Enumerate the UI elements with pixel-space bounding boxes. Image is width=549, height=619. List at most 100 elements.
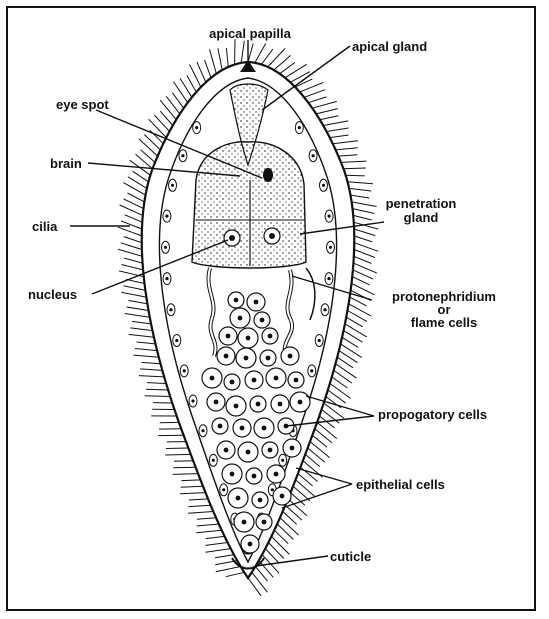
cilium-stroke [333, 141, 358, 144]
cilium-stroke [125, 314, 150, 318]
cilium-stroke [128, 193, 145, 202]
cilium-stroke [248, 578, 261, 596]
label-apical-papilla: apical papilla [190, 27, 310, 40]
cilium-stroke [205, 60, 212, 78]
propogatory-cell-nucleus [236, 496, 241, 501]
cilium-stroke [118, 227, 142, 236]
propogatory-cell-nucleus [234, 298, 239, 303]
cilium-stroke [351, 195, 370, 198]
cilium-stroke [139, 139, 158, 156]
cilium-stroke [248, 44, 253, 62]
label-cuticle: cuticle [330, 550, 371, 563]
propogatory-cell-nucleus [294, 378, 299, 383]
cilium-stroke [348, 182, 373, 184]
cilium-stroke [173, 82, 187, 103]
cilium-stroke [173, 467, 195, 468]
propogatory-cell-nucleus [262, 426, 267, 431]
cilium-stroke [255, 44, 266, 63]
cilium-stroke [344, 168, 366, 169]
propogatory-cell-nucleus [266, 356, 271, 361]
cilium-stroke [315, 429, 332, 443]
cilium-stroke [139, 376, 164, 377]
propogatory-cell-nucleus [252, 474, 257, 479]
propogatory-cell-nucleus [218, 424, 223, 429]
cilium-stroke [160, 100, 176, 120]
label-brain: brain [50, 157, 82, 170]
cilium-stroke [146, 389, 168, 390]
cilium-stroke [206, 543, 228, 546]
propogatory-cell-nucleus [298, 400, 303, 405]
cilium-stroke [121, 243, 142, 250]
cilium-stroke [280, 518, 299, 535]
cilium-stroke [127, 307, 149, 311]
cilium-stroke [346, 317, 363, 327]
epithelial-cell-nucleus [318, 339, 321, 342]
cilium-stroke [122, 265, 144, 270]
cilium-stroke [215, 555, 234, 558]
cilium-stroke [124, 237, 142, 243]
cilium-stroke [271, 536, 289, 554]
cilium-stroke [328, 390, 346, 403]
cilium-stroke [308, 448, 325, 462]
propogatory-cell-nucleus [244, 356, 249, 361]
cilium-stroke [352, 277, 369, 285]
propogatory-cell-nucleus [242, 520, 247, 525]
propogatory-cell-nucleus [246, 450, 251, 455]
cilium-stroke [166, 96, 180, 114]
propogatory-cell-nucleus [262, 520, 267, 525]
cilium-stroke [147, 383, 166, 384]
cilium-stroke [280, 63, 295, 74]
cilium-stroke [206, 549, 231, 553]
propogatory-cell-nucleus [268, 448, 273, 453]
propogatory-cell-nucleus [280, 494, 285, 499]
cilium-stroke [354, 236, 372, 242]
propogatory-cell-nucleus [210, 376, 215, 381]
cilium-stroke [354, 256, 372, 263]
propogatory-cell-nucleus [274, 472, 279, 477]
cilium-stroke [189, 499, 208, 500]
cilium-stroke [197, 524, 219, 526]
propogatory-cell-nucleus [230, 472, 235, 477]
epithelial-cell-nucleus [271, 488, 274, 491]
cilium-stroke [181, 486, 203, 487]
propogatory-cell-nucleus [258, 498, 263, 503]
propogatory-cell-nucleus [230, 380, 235, 385]
propogatory-cell-nucleus [254, 300, 259, 305]
cilium-stroke [341, 344, 362, 358]
cilium-stroke [327, 128, 349, 132]
cilium-stroke [241, 41, 244, 63]
propogatory-cell-nucleus [268, 334, 273, 339]
epithelial-cell-nucleus [298, 126, 301, 129]
cilium-stroke [338, 155, 357, 156]
cilium-stroke [277, 524, 293, 539]
propogatory-cell-nucleus [238, 316, 243, 321]
cilium-stroke [197, 62, 206, 82]
cilium-stroke [166, 448, 188, 449]
cilium-stroke [123, 183, 145, 196]
cilium-stroke [187, 76, 196, 93]
cilium-stroke [129, 301, 148, 304]
epithelial-cell-nucleus [201, 429, 204, 432]
leader-epithelial-a [296, 468, 352, 484]
epithelial-cell-nucleus [191, 399, 194, 402]
propogatory-cell-nucleus [226, 334, 231, 339]
cilium-stroke [285, 505, 302, 520]
cilium-stroke [210, 49, 217, 74]
label-cilia: cilia [32, 220, 57, 233]
cilium-stroke [135, 349, 157, 351]
nucleolus-right [269, 233, 275, 239]
cilium-stroke [288, 499, 307, 516]
cilium-stroke [124, 258, 142, 263]
cilium-stroke [354, 243, 378, 252]
cilium-stroke [174, 461, 193, 462]
cilium-stroke [226, 572, 245, 576]
cilium-stroke [181, 480, 200, 481]
cilium-stroke [296, 480, 315, 497]
cilium-stroke [226, 48, 228, 67]
cilium-stroke [129, 334, 154, 337]
cilium-stroke [196, 530, 221, 533]
epithelial-cell-nucleus [212, 459, 215, 462]
epithelial-cell-nucleus [165, 277, 168, 280]
epithelial-cell-nucleus [327, 277, 330, 280]
